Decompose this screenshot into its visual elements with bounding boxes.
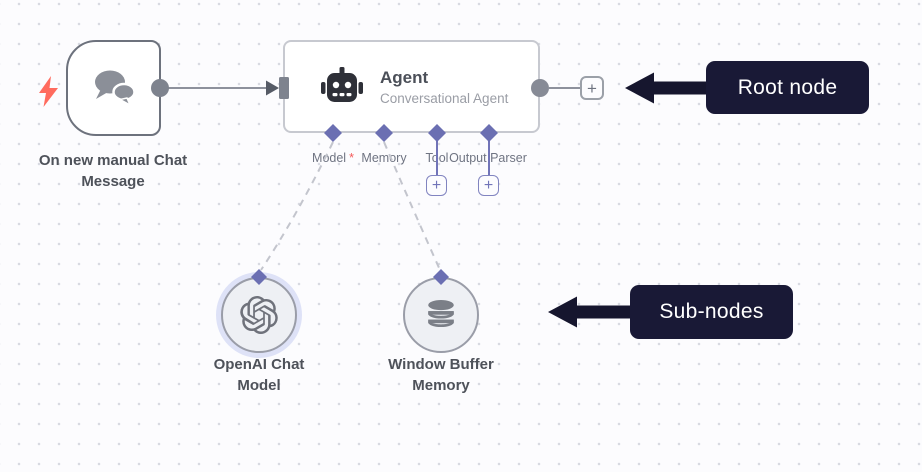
- port-label-tool-text: Tool: [425, 151, 449, 165]
- plus-icon: +: [431, 176, 442, 194]
- trigger-label-line1: On new manual Chat: [38, 152, 188, 169]
- plus-icon: +: [587, 78, 597, 98]
- port-label-memory: Memory: [361, 151, 406, 165]
- agent-node-title: Agent: [380, 67, 429, 87]
- chat-bubbles-icon: [94, 70, 136, 107]
- database-icon: [428, 299, 454, 328]
- memory-label-line2: Memory: [412, 377, 470, 394]
- node-openai-chat-model[interactable]: [221, 277, 297, 353]
- node-window-buffer-memory[interactable]: [403, 277, 479, 353]
- trigger-label-line2: Message: [81, 173, 145, 190]
- agent-node-text: Agent Conversational Agent: [380, 68, 508, 106]
- connection-arrowhead-icon: [266, 80, 279, 96]
- robot-icon: [321, 66, 363, 102]
- openai-label-line2: Model: [237, 377, 281, 394]
- port-label-model-text: Model: [312, 151, 347, 165]
- add-tool-button[interactable]: +: [426, 175, 447, 196]
- openai-logo-icon: [240, 296, 278, 334]
- memory-label-line1: Window Buffer: [388, 356, 494, 373]
- openai-label-line1: OpenAI Chat: [213, 356, 305, 373]
- port-label-model: Model*: [312, 151, 354, 165]
- left-arrow-icon: [548, 296, 630, 328]
- annotation-root-node: Root node: [625, 61, 869, 114]
- annotation-sub-box: Sub-nodes: [630, 285, 793, 339]
- port-label-output-parser: Output Parser: [449, 151, 527, 165]
- agent-node-subtitle: Conversational Agent: [380, 90, 509, 106]
- memory-node-label: Window Buffer Memory: [360, 354, 522, 396]
- port-label-tool: Tool: [426, 151, 449, 165]
- annotation-root-label: Root node: [737, 75, 838, 99]
- port-label-memory-text: Memory: [361, 151, 407, 165]
- add-output-parser-button[interactable]: +: [478, 175, 499, 196]
- plus-icon: +: [483, 176, 494, 194]
- required-asterisk: *: [349, 151, 354, 165]
- trigger-node-label: On new manual Chat Message: [13, 150, 213, 192]
- left-arrow-icon: [625, 72, 706, 103]
- openai-node-label: OpenAI Chat Model: [178, 354, 340, 396]
- annotation-sub-nodes: Sub-nodes: [548, 285, 793, 339]
- add-node-button[interactable]: +: [580, 76, 604, 100]
- annotation-sub-label: Sub-nodes: [659, 300, 764, 323]
- node-chat-trigger[interactable]: [66, 40, 161, 136]
- port-label-output-parser-text: Output Parser: [449, 151, 527, 165]
- lightning-bolt-icon: [39, 76, 58, 107]
- annotation-root-box: Root node: [706, 61, 869, 114]
- node-agent[interactable]: Agent Conversational Agent: [283, 40, 540, 133]
